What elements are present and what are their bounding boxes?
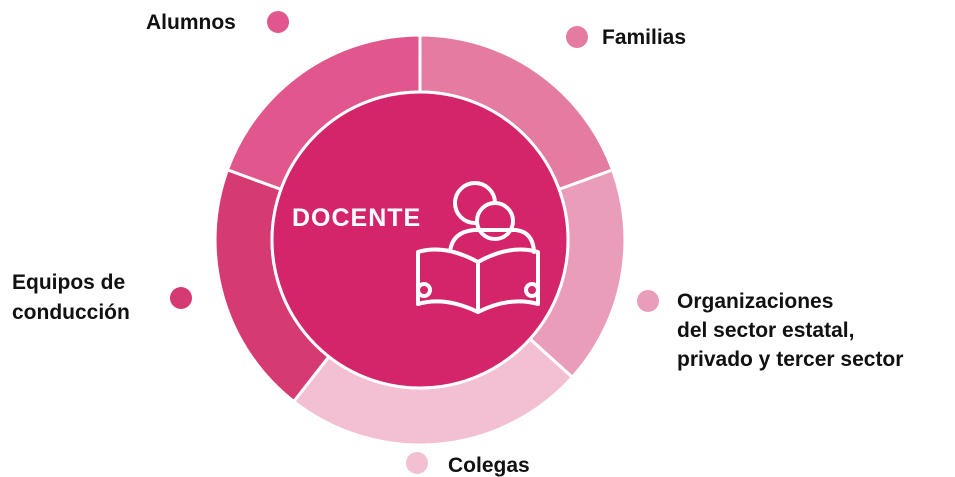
dot-equipos (170, 287, 192, 309)
label-alumnos: Alumnos (146, 11, 236, 34)
dot-organizaciones (637, 290, 659, 312)
label-equipos-line-1: Equipos de (12, 271, 125, 294)
label-organizaciones-line-2: del sector estatal, (677, 319, 854, 342)
label-familias-line: Familias (602, 26, 686, 49)
center-circle (270, 90, 570, 390)
dot-familias (566, 26, 588, 48)
label-colegas: Colegas (448, 454, 530, 477)
teacher-reading-icon (416, 181, 540, 314)
label-colegas-line: Colegas (448, 454, 530, 477)
label-organizaciones-line-1: Organizaciones (677, 290, 833, 313)
dot-alumnos (267, 11, 289, 33)
outer-ring (213, 33, 627, 447)
label-equipos-line-2: conducción (12, 301, 130, 324)
label-organizaciones-line-3: privado y tercer sector (677, 348, 903, 371)
center-label: DOCENTE (292, 204, 421, 232)
label-familias: Familias (602, 26, 686, 49)
label-equipos: Equipos de conducción (12, 271, 131, 324)
label-alumnos-line: Alumnos (146, 11, 236, 34)
dot-colegas (406, 452, 428, 474)
label-organizaciones: Organizaciones del sector estatal, priva… (677, 290, 903, 371)
